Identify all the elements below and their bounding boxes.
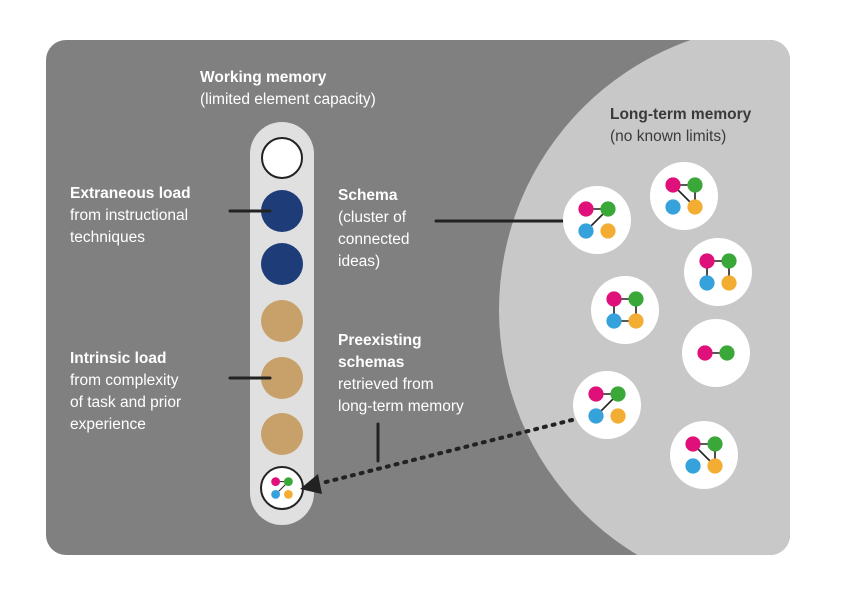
schema-node-pink (578, 201, 594, 217)
schema-node-pink (699, 253, 715, 269)
preexisting-line1: retrieved from (338, 376, 434, 393)
schema-node-blue (665, 199, 681, 215)
intrinsic-load-line1: from complexity (70, 372, 179, 389)
schema-node-pink (685, 436, 701, 452)
schema-node-green (628, 291, 644, 307)
schema-node-pink (665, 177, 681, 193)
schema-cluster-bg (591, 276, 659, 344)
extraneous-load-slot (261, 190, 303, 232)
schema-node-green (707, 436, 723, 452)
schema-cluster-3 (699, 253, 737, 291)
extraneous-load-line1: from instructional (70, 207, 189, 224)
schema-node-pink (606, 291, 622, 307)
schema-node-blue (606, 313, 622, 329)
extraneous-load-title: Extraneous load (70, 185, 191, 202)
schema-node-blue (699, 275, 715, 291)
preexisting-title-line2: schemas (338, 354, 405, 371)
schema-node-orange (687, 199, 703, 215)
schema-cluster-6 (588, 386, 626, 424)
schema-cluster-7 (685, 436, 723, 474)
schema-node-pink (697, 345, 713, 361)
working-memory-title: Working memory (200, 69, 327, 86)
schema-line2: connected (338, 231, 410, 248)
schema-node-orange (283, 489, 293, 499)
schema-cluster-5 (697, 345, 735, 361)
schema-title: Schema (338, 187, 398, 204)
preexisting-title-line1: Preexisting (338, 332, 422, 349)
schema-node-orange (707, 458, 723, 474)
connector-lines (228, 209, 570, 463)
preexisting-line2: long-term memory (338, 398, 464, 415)
schema-node-blue (271, 489, 281, 499)
intrinsic-load-slot (261, 300, 303, 342)
intrinsic-load-line2: of task and prior (70, 394, 182, 411)
intrinsic-load-slot (261, 357, 303, 399)
schema-line1: (cluster of (338, 209, 407, 226)
intrinsic-load-line3: experience (70, 416, 146, 433)
schema-node-green (721, 253, 737, 269)
schema-node-blue (685, 458, 701, 474)
empty-slot (261, 137, 303, 179)
schema-node-green (719, 345, 735, 361)
schema-node-green (610, 386, 626, 402)
intrinsic-load-slot (261, 413, 303, 455)
intrinsic-load-title: Intrinsic load (70, 350, 167, 367)
schema-cluster-1 (578, 201, 616, 239)
schema-node-green (600, 201, 616, 217)
schema-node-blue (578, 223, 594, 239)
schema-node-green (283, 477, 293, 487)
schema-node-orange (721, 275, 737, 291)
schema-node-orange (610, 408, 626, 424)
working-memory-slots (260, 137, 304, 510)
slot-schema-icon (271, 477, 293, 499)
retrieval-arrow-line (320, 418, 574, 485)
long-term-memory-region (499, 40, 790, 555)
long-term-schemas (563, 162, 752, 489)
schema-line3: ideas) (338, 253, 381, 270)
schema-node-green (687, 177, 703, 193)
schema-node-blue (588, 408, 604, 424)
extraneous-load-slot (261, 243, 303, 285)
schema-node-orange (600, 223, 616, 239)
schema-cluster-bg (684, 238, 752, 306)
schema-cluster-2 (665, 177, 703, 215)
schema-node-orange (628, 313, 644, 329)
schema-node-pink (588, 386, 604, 402)
long-term-memory-title: Long-term memory (610, 106, 752, 123)
schema-cluster-4 (606, 291, 644, 329)
retrieval-arrowhead (300, 474, 322, 494)
working-memory-subtitle: (limited element capacity) (200, 91, 376, 108)
schema-node-pink (271, 477, 281, 487)
long-term-memory-subtitle: (no known limits) (610, 128, 727, 145)
extraneous-load-line2: techniques (70, 229, 145, 246)
